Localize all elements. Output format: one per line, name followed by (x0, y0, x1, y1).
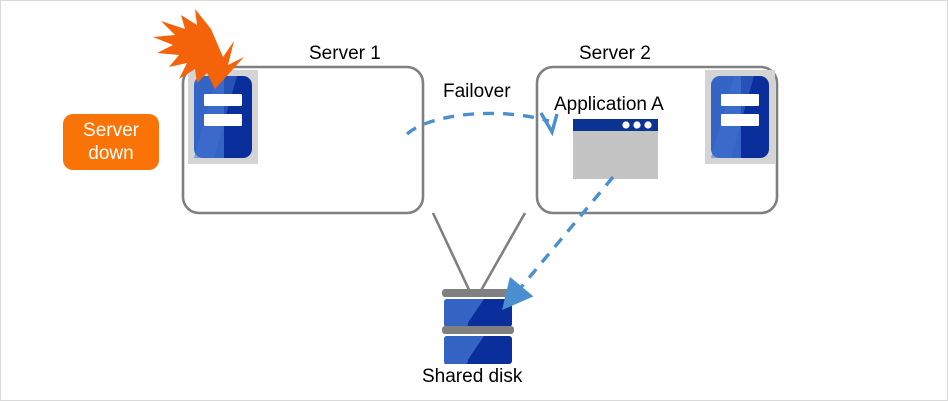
shared-disk-icon (442, 289, 514, 364)
failover-label: Failover (443, 81, 511, 102)
status-badge-line1: Server (83, 120, 139, 141)
application-label: Application A (554, 94, 664, 115)
dashed-straight-arrow-icon (502, 175, 615, 311)
dashed-curved-arrow-icon (405, 111, 559, 137)
lightning-burst-icon (153, 9, 244, 89)
status-badge-line2: down (88, 143, 134, 164)
connector-lines (431, 212, 527, 295)
server2-title: Server 2 (579, 43, 651, 64)
server1-title: Server 1 (309, 43, 381, 64)
server-rack-icon (188, 70, 258, 164)
application-window-icon (573, 119, 658, 179)
status-badge: Server down (63, 114, 159, 170)
shared-disk-label: Shared disk (422, 366, 523, 387)
server-rack-icon (705, 70, 775, 164)
